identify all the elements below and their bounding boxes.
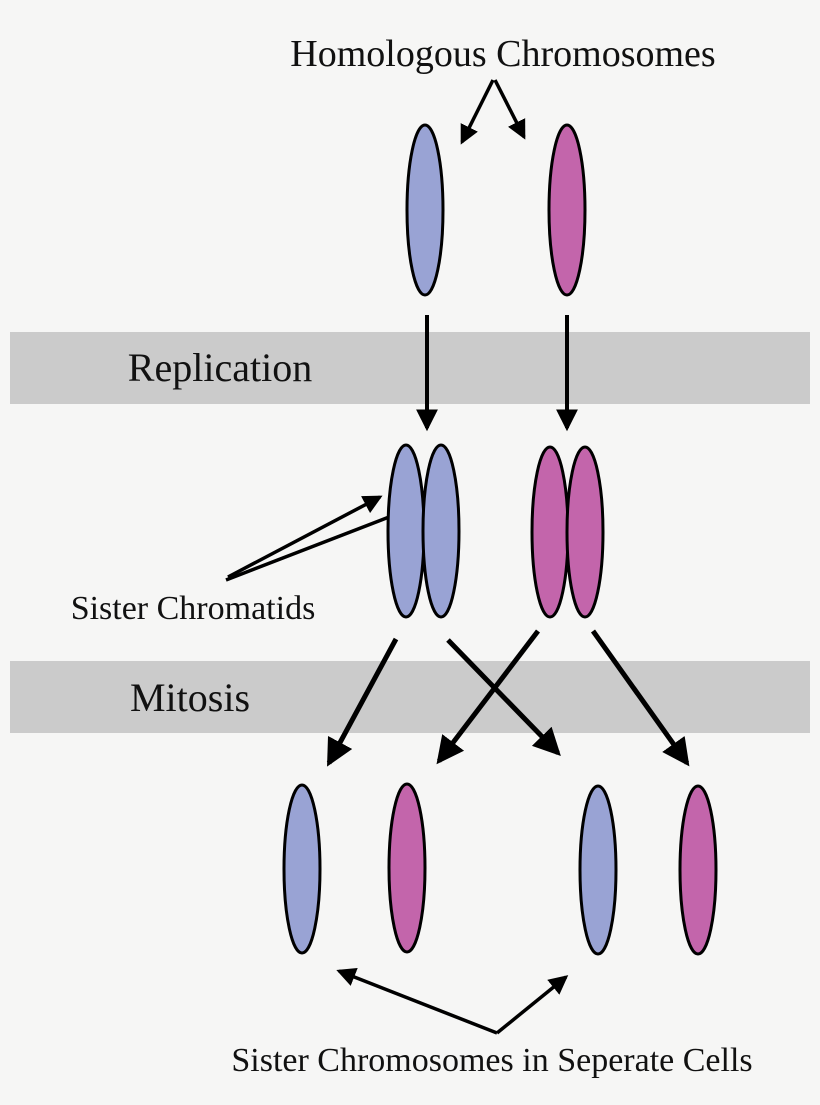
mitosis-arrow-pink-left — [436, 629, 540, 765]
sister-chromatids-label: Sister Chromatids — [71, 590, 316, 627]
sister-chromatid-blue-left — [386, 443, 426, 619]
mitosis-arrow-pink-right — [590, 629, 690, 767]
homologous-chromosomes-label: Homologous Chromosomes — [290, 33, 715, 75]
sister-chromatid-pink-left — [530, 445, 570, 619]
mitosis-arrow-blue-left — [326, 637, 399, 767]
sister-chromatids-pointer-upper — [227, 495, 383, 579]
sister-chromatids-pointer-lower — [225, 515, 390, 582]
sister-chromatid-blue-right — [421, 443, 461, 619]
daughter-chromosome-blue-cell1 — [282, 783, 322, 955]
bottom-pointer-left — [336, 968, 498, 1035]
chromosome-blue-top — [405, 123, 445, 297]
mitosis-arrow-blue-right — [446, 638, 561, 756]
top-label-arrow-left — [460, 79, 495, 145]
chromosome-pink-top — [547, 123, 587, 297]
daughter-chromosome-blue-cell2 — [578, 784, 618, 956]
sister-chromatid-pink-right — [565, 445, 605, 619]
bottom-pointer-right — [495, 975, 569, 1035]
daughter-chromosome-pink-cell2 — [678, 784, 718, 956]
mitosis-band — [10, 661, 810, 733]
replication-band — [10, 332, 810, 404]
sister-chromosomes-label: Sister Chromosomes in Seperate Cells — [231, 1042, 752, 1079]
daughter-chromosome-pink-cell1 — [387, 782, 427, 954]
top-label-arrow-right — [493, 79, 526, 140]
replication-label: Replication — [128, 345, 312, 390]
mitosis-label: Mitosis — [130, 675, 250, 720]
